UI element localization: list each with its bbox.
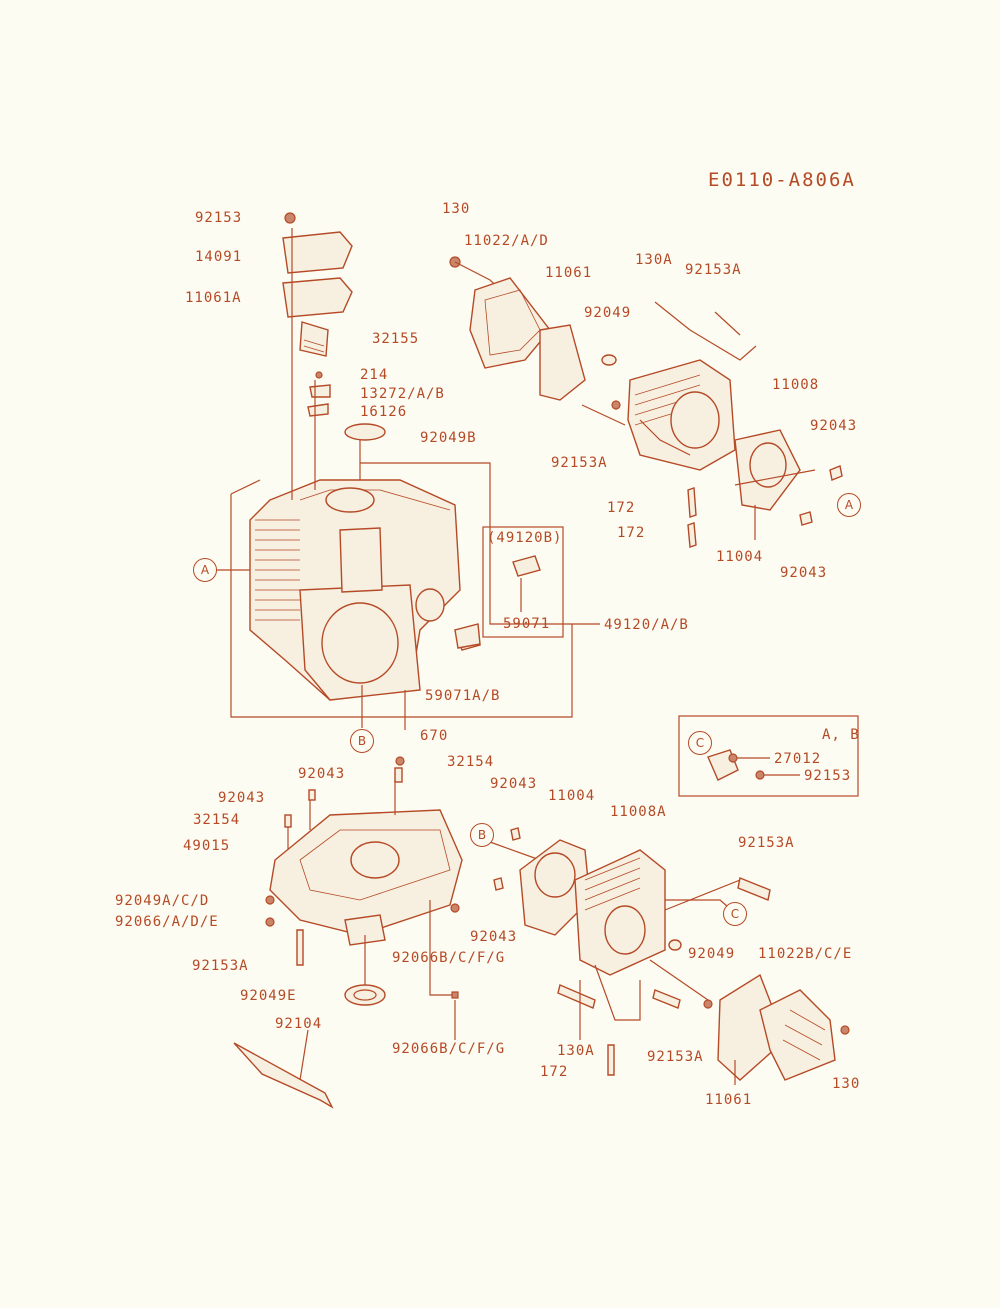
label-130-bot: 130 [832,1076,861,1092]
label-92049ACD: 92049A/C/D [115,893,210,909]
callout-a-left: A [193,558,217,582]
label-172-a: 172 [607,500,636,516]
cylinder-block [249,479,481,701]
callout-c-box: C [688,731,712,755]
label-92153A-low: 92153A [192,958,249,974]
label-92153A-mid: 92153A [551,455,608,471]
label-11004: 11004 [716,549,764,565]
label-92066ADE: 92066/A/D/E [115,914,219,930]
label-14091: 14091 [195,249,243,265]
crankcase-lower [233,756,463,1109]
label-16126: 16126 [360,404,408,420]
label-92043: 92043 [810,418,858,434]
label-92066BCFG-b: 92066B/C/F/G [392,1041,506,1057]
label-214: 214 [360,367,389,383]
label-92049: 92049 [584,305,632,321]
callout-b-bottom: B [470,823,494,847]
label-172-bot: 172 [540,1064,569,1080]
label-11061-bot: 11061 [705,1092,753,1108]
label-49120B: (49120B) [487,530,563,546]
label-130: 130 [442,201,471,217]
label-11022: 11022/A/D [464,233,549,249]
leader-frame [210,228,600,730]
callout-b-top: B [350,729,374,753]
label-92043-c: 92043 [490,776,538,792]
label-11008A: 11008A [610,804,667,820]
label-11061A: 11061A [185,290,242,306]
label-130A-bot: 130A [557,1043,595,1059]
label-59071: 59071 [503,616,551,632]
label-11061: 11061 [545,265,593,281]
label-49120: 49120/A/B [604,617,689,633]
label-92043-b: 92043 [218,790,266,806]
label-11008: 11008 [772,377,820,393]
label-27012: 27012 [774,751,822,767]
rocker-cover-assembly [449,256,843,548]
label-49015: 49015 [183,838,231,854]
label-92049-bot: 92049 [688,946,736,962]
cylinder-head-2 [489,827,850,1085]
label-32154: 32154 [447,754,495,770]
label-92049B: 92049B [420,430,477,446]
label-92043-a: 92043 [298,766,346,782]
label-670: 670 [420,728,449,744]
breather-cover-parts [282,212,386,441]
label-92153A-r: 92153A [738,835,795,851]
label-92153A: 92153A [685,262,742,278]
label-13272: 13272/A/B [360,386,445,402]
callout-a-right: A [837,493,861,517]
label-32155: 32155 [372,331,420,347]
label-92043-d: 92043 [470,929,518,945]
variant-note: A, B [822,727,860,743]
label-11004-bot: 11004 [548,788,596,804]
label-11022BCE: 11022B/C/E [758,946,853,962]
label-92066BCFG-a: 92066B/C/F/G [392,950,506,966]
diagram-code: E0110-A806A [708,169,856,191]
label-130A: 130A [635,252,673,268]
label-92153: 92153 [195,210,243,226]
label-59071AB: 59071A/B [425,688,501,704]
label-92153A-bot: 92153A [647,1049,704,1065]
option-box-parts [707,749,800,781]
label-92104: 92104 [275,1016,323,1032]
label-92153-c: 92153 [804,768,852,784]
callout-c-right: C [723,902,747,926]
label-92043-r2: 92043 [780,565,828,581]
label-172-b: 172 [617,525,646,541]
label-92049E: 92049E [240,988,297,1004]
label-32154-b: 32154 [193,812,241,828]
option-box-c [678,715,859,797]
